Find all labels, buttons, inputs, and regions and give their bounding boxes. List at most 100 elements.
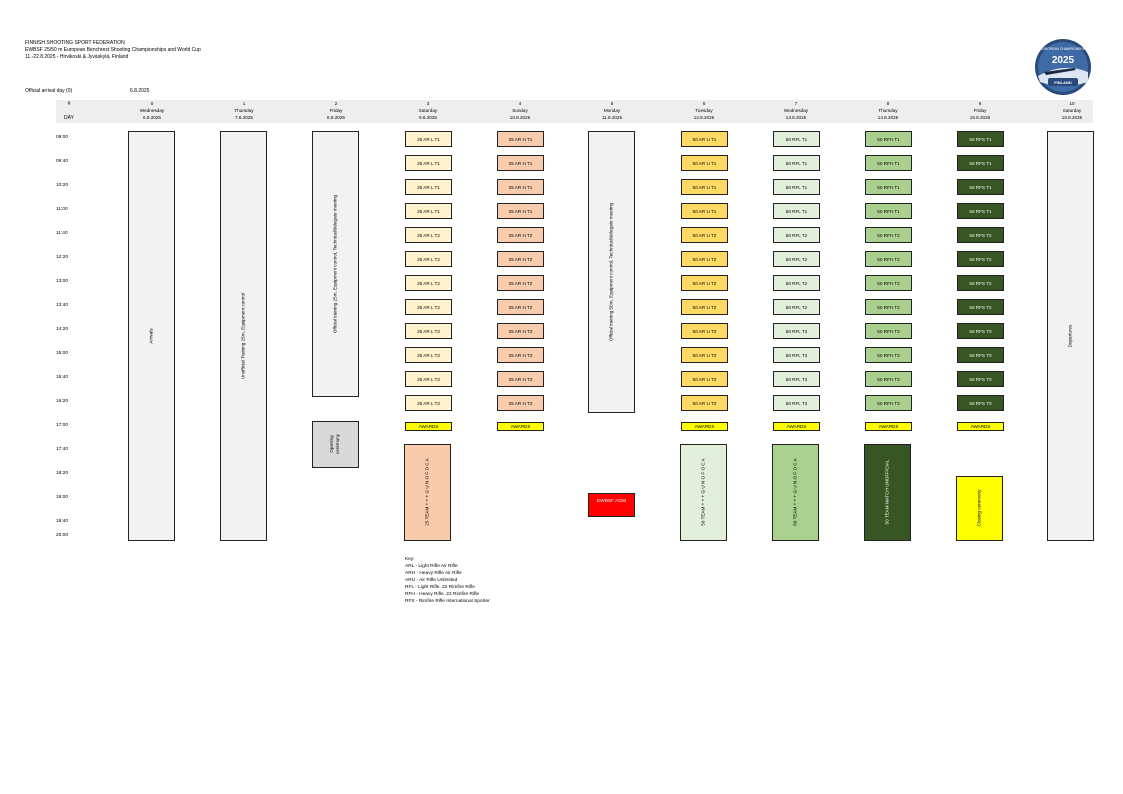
day-date: 12.8.2025 [693, 115, 715, 120]
session-cell: 25 AR L T2 [405, 275, 452, 291]
time-label: 13:00 [56, 279, 69, 284]
session-cell: 50 AR U T2 [681, 299, 728, 315]
session-cell: 50 RFS T3 [957, 347, 1004, 363]
session-cell: 50 RFL T2 [773, 227, 820, 243]
session-cell: 50 RFS T1 [957, 179, 1004, 195]
departures-label: Departures [1067, 324, 1073, 348]
session-cell: 50 RFS T3 [957, 395, 1004, 411]
session-cell: 50 RFH T1 [865, 203, 912, 219]
unofficial-training-label: Unofficial Training 25m, Equipment contr… [240, 292, 246, 380]
session-cell: 25 AR H T2 [497, 275, 544, 291]
session-cell: 50 RFH T2 [865, 299, 912, 315]
session-cell: 50 RFS T2 [957, 251, 1004, 267]
session-cell: 50 RFL T3 [773, 395, 820, 411]
team-50-c-label: 50 TEAM MATCH UNOFFICIAL [884, 459, 890, 525]
session-cell: 50 RFL T1 [773, 179, 820, 195]
session-cell: 25 AR L T2 [405, 251, 452, 267]
day-weekday: Thursday [878, 108, 898, 113]
day-date: 16.8.2025 [1061, 115, 1083, 120]
header-day-label: DAY [64, 115, 74, 121]
session-cell: 50 RFS T1 [957, 131, 1004, 147]
session-cell: 50 RFH T3 [865, 347, 912, 363]
key-item: ARU - Air Rifle Unlimited [405, 578, 458, 583]
session-cell: 25 AR L T1 [405, 131, 452, 147]
official-training-25-label: Official training 25m, Equipment control… [332, 194, 338, 334]
team-25-label: 25 TEAM + + + G U N O F O C A [424, 458, 430, 526]
session-cell: 50 RFS T1 [957, 155, 1004, 171]
session-cell: 50 AR U T2 [681, 275, 728, 291]
opening-ceremony-label: Opening ceremony [329, 433, 340, 455]
day-num: 10 [1069, 101, 1075, 106]
day-date: 8.8.2025 [327, 115, 345, 120]
arrivals-label: Arrivals [148, 328, 154, 344]
closing-ceremony-block [956, 476, 1003, 541]
awards-cell: AWARDS [773, 422, 820, 431]
time-label: 19:00 [56, 495, 69, 500]
day-weekday: Wednesday [139, 108, 165, 113]
arrival-label: Official arrival day (0) [25, 88, 73, 94]
session-cell: 25 AR H T1 [497, 131, 544, 147]
day-weekday: Wednesday [783, 108, 809, 113]
day-num: 4 [518, 101, 522, 106]
closing-ceremony-label: Closing ceremony [976, 489, 982, 527]
day-weekday: Tuesday [695, 108, 713, 113]
day-weekday: Thursday [234, 108, 254, 113]
time-label: 11:00 [56, 207, 68, 212]
day-weekday: Saturday [418, 108, 438, 113]
key-item: RFS - Rimfire Rifle International Sporte… [405, 599, 490, 604]
session-cell: 25 AR L T1 [405, 203, 452, 219]
official-training-50-block [588, 131, 635, 413]
awards-cell: AWARDS [681, 422, 728, 431]
session-cell: 50 AR U T1 [681, 131, 728, 147]
team-50-b-label: 50 TEAM + + + G U N O F O C A [792, 458, 798, 526]
session-cell: 50 RFS T2 [957, 299, 1004, 315]
session-cell: 50 AR U T1 [681, 203, 728, 219]
day-header-band [56, 100, 1093, 123]
arrivals-block [128, 131, 175, 541]
time-label: 09:00 [56, 135, 69, 140]
session-cell: 25 AR L T2 [405, 299, 452, 315]
session-cell: 50 RFL T3 [773, 347, 820, 363]
session-cell: 25 AR H T1 [497, 203, 544, 219]
session-cell: 25 AR H T2 [497, 299, 544, 315]
day-num: 7 [794, 101, 798, 106]
time-label: 20:00 [56, 533, 69, 538]
session-cell: 50 RFH T2 [865, 227, 912, 243]
day-date: 9.8.2025 [419, 115, 437, 120]
team-50-c-block [864, 444, 911, 541]
session-cell: 50 RFH T1 [865, 155, 912, 171]
session-cell: 50 RFS T2 [957, 275, 1004, 291]
championship-logo: EUROPEAN CHAMPIONSHIP 2025 FINLAND [1034, 38, 1092, 96]
key-item: RFH - Heavy Rifle .22 Rimfire Rifle [405, 592, 480, 597]
day-num: 5 [610, 101, 614, 106]
time-label: 16:20 [56, 399, 69, 404]
session-cell: 25 AR L T3 [405, 323, 452, 339]
session-cell: 25 AR H T3 [497, 371, 544, 387]
session-cell: 25 AR H T3 [497, 323, 544, 339]
key-item: RFL - Light Rifle .22 Rimfire Rifle [405, 585, 475, 590]
day-weekday: Saturday [1062, 108, 1082, 113]
day-num: 0 [150, 101, 154, 106]
session-cell: 25 AR H T2 [497, 227, 544, 243]
day-weekday: Sunday [512, 108, 528, 113]
time-label: 10:20 [56, 183, 69, 188]
session-cell: 50 AR U T3 [681, 395, 728, 411]
key-title: Key: [405, 557, 415, 562]
key-item: ARL - Light Rifle Air Rifle [405, 564, 458, 569]
session-cell: 50 RFL T2 [773, 275, 820, 291]
time-label: 15:00 [56, 351, 69, 356]
session-cell: 50 RFL T1 [773, 203, 820, 219]
time-label: 17:40 [56, 447, 69, 452]
session-cell: 50 AR U T2 [681, 251, 728, 267]
time-label: 18:20 [56, 471, 69, 476]
team-25-block [404, 444, 451, 541]
day-date: 11.8.2025 [601, 115, 623, 120]
session-cell: 50 AR U T3 [681, 347, 728, 363]
agm-block: EWBSF AGM [588, 493, 635, 517]
session-cell: 50 AR U T2 [681, 227, 728, 243]
session-cell: 25 AR L T3 [405, 395, 452, 411]
day-date: 6.8.2025 [143, 115, 161, 120]
session-cell: 50 RFL T2 [773, 299, 820, 315]
session-cell: 25 AR L T1 [405, 155, 452, 171]
time-label: 13:40 [56, 303, 69, 308]
